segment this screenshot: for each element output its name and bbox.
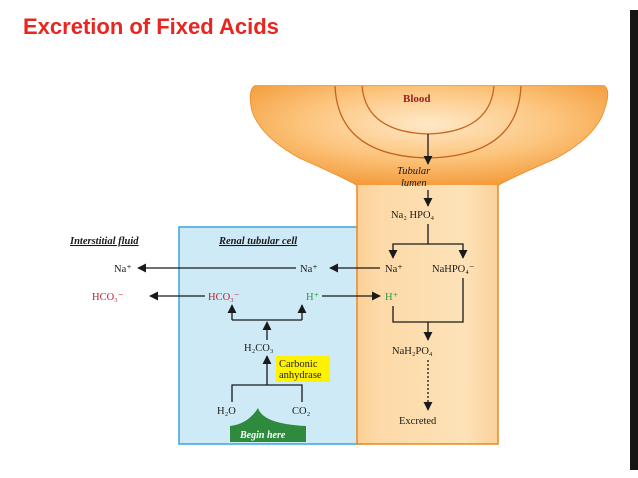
begin-here-label: Begin here	[239, 430, 286, 441]
carbonic-anhydrase-label-line1: Carbonic	[279, 359, 318, 370]
tubular-lumen-label-line1: Tubular	[397, 166, 431, 177]
co2-label: CO₂	[292, 406, 311, 417]
blood-label: Blood	[403, 93, 431, 105]
h-cell-label: H⁺	[306, 292, 320, 303]
line-h-to-nah2po4	[392, 306, 428, 323]
slide-title: Excretion of Fixed Acids	[23, 14, 279, 39]
tubular-lumen-label-line2: lumen	[401, 178, 427, 189]
na2hpo4-label: Na₂ HPO₄	[391, 210, 435, 221]
renal-tubular-cell-region	[178, 226, 362, 445]
nahpo4-lumen-label: NaHPO₄⁻	[432, 264, 475, 275]
interstitial-fluid-heading: Interstitial fluid	[69, 236, 139, 247]
carbonic-anhydrase-label-line2: anhydrase	[279, 370, 322, 381]
h-lumen-label: H⁺	[385, 292, 399, 303]
na-cell-label: Na⁺	[300, 264, 318, 275]
carbonic-anhydrase-box	[276, 356, 330, 382]
h2o-label: H₂O	[217, 406, 236, 417]
arrow-na2hpo4-split	[388, 224, 429, 259]
reaction-arrows	[137, 134, 468, 411]
hco3-cell-label: HCO₃⁻	[208, 292, 240, 303]
slide-edge-bar	[630, 10, 638, 470]
renal-tubular-cell-heading: Renal tubular cell	[218, 236, 297, 247]
h2co3-label: H₂CO₃	[244, 343, 274, 354]
arrow-na2hpo4-split-right	[428, 243, 468, 259]
na-lumen-label: Na⁺	[385, 264, 403, 275]
na-interstitial-label: Na⁺	[114, 264, 132, 275]
excreted-label: Excreted	[399, 416, 437, 427]
line-nahpo4-to-nah2po4	[428, 278, 464, 323]
hco3-interstitial-label: HCO₃⁻	[92, 292, 124, 303]
nah2po4-label: NaH₂PO₄	[392, 346, 433, 357]
begin-here-badge	[230, 408, 306, 442]
